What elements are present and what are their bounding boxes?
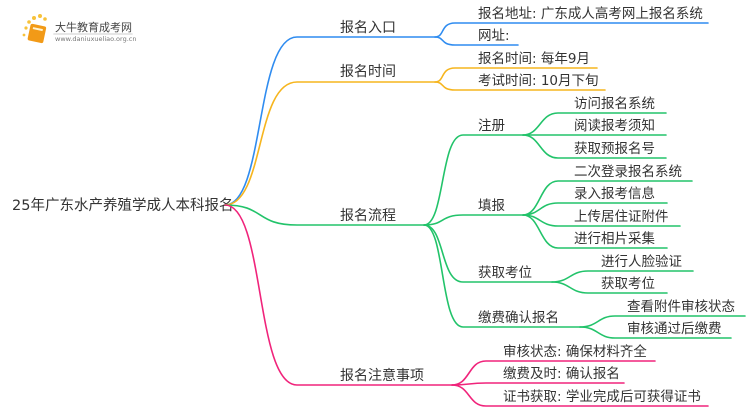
node-register-step: 访问报名系统 (574, 96, 655, 112)
logo-url: www.daniuxueliao.org.cn (55, 35, 136, 43)
node-seat-step: 进行人脸验证 (601, 254, 682, 270)
branch-time (224, 67, 606, 206)
node-fill-step: 进行相片采集 (574, 231, 655, 247)
node-payment-step: 查看附件审核状态 (627, 299, 735, 315)
node-entry: 报名入口 (340, 20, 396, 36)
logo: 大牛教育成考网 www.daniuxueliao.org.cn (22, 14, 136, 44)
node-time-exam: 考试时间: 10月下旬 (478, 73, 599, 89)
node-notes-item: 缴费及时: 确认报名 (503, 366, 620, 382)
node-seat-step: 获取考位 (601, 276, 655, 292)
node-fill-step: 二次登录报名系统 (574, 164, 682, 180)
node-time-register: 报名时间: 每年9月 (478, 51, 590, 67)
logo-title: 大牛教育成考网 (55, 20, 132, 34)
node-register: 注册 (478, 118, 505, 134)
node-entry-address: 报名地址: 广东成人高考网上报名系统 (478, 5, 703, 22)
node-notes-item: 审核状态: 确保材料齐全 (503, 343, 647, 360)
node-fill-step: 上传居住证附件 (574, 209, 669, 225)
node-seat: 获取考位 (478, 265, 532, 281)
node-register-step: 阅读报考须知 (574, 117, 655, 134)
node-entry-url: 网址: (478, 28, 510, 44)
root-topic: 25年广东水产养殖学成人本科报名 (12, 197, 233, 214)
node-fill: 填报 (478, 198, 505, 214)
node-fill-step: 录入报考信息 (574, 185, 655, 202)
node-notes-item: 证书获取: 学业完成后可获得证书 (503, 388, 701, 405)
node-payment: 缴费确认报名 (478, 310, 559, 326)
branch-process (224, 112, 746, 339)
node-time: 报名时间 (340, 64, 396, 80)
branch-notes (224, 204, 709, 407)
node-notes: 报名注意事项 (340, 367, 424, 384)
node-register-step: 获取预报名号 (574, 141, 655, 157)
logo-book-icon (22, 14, 47, 44)
branch-entry (224, 22, 709, 206)
node-payment-step: 审核通过后缴费 (627, 321, 722, 337)
node-process: 报名流程 (340, 208, 396, 224)
